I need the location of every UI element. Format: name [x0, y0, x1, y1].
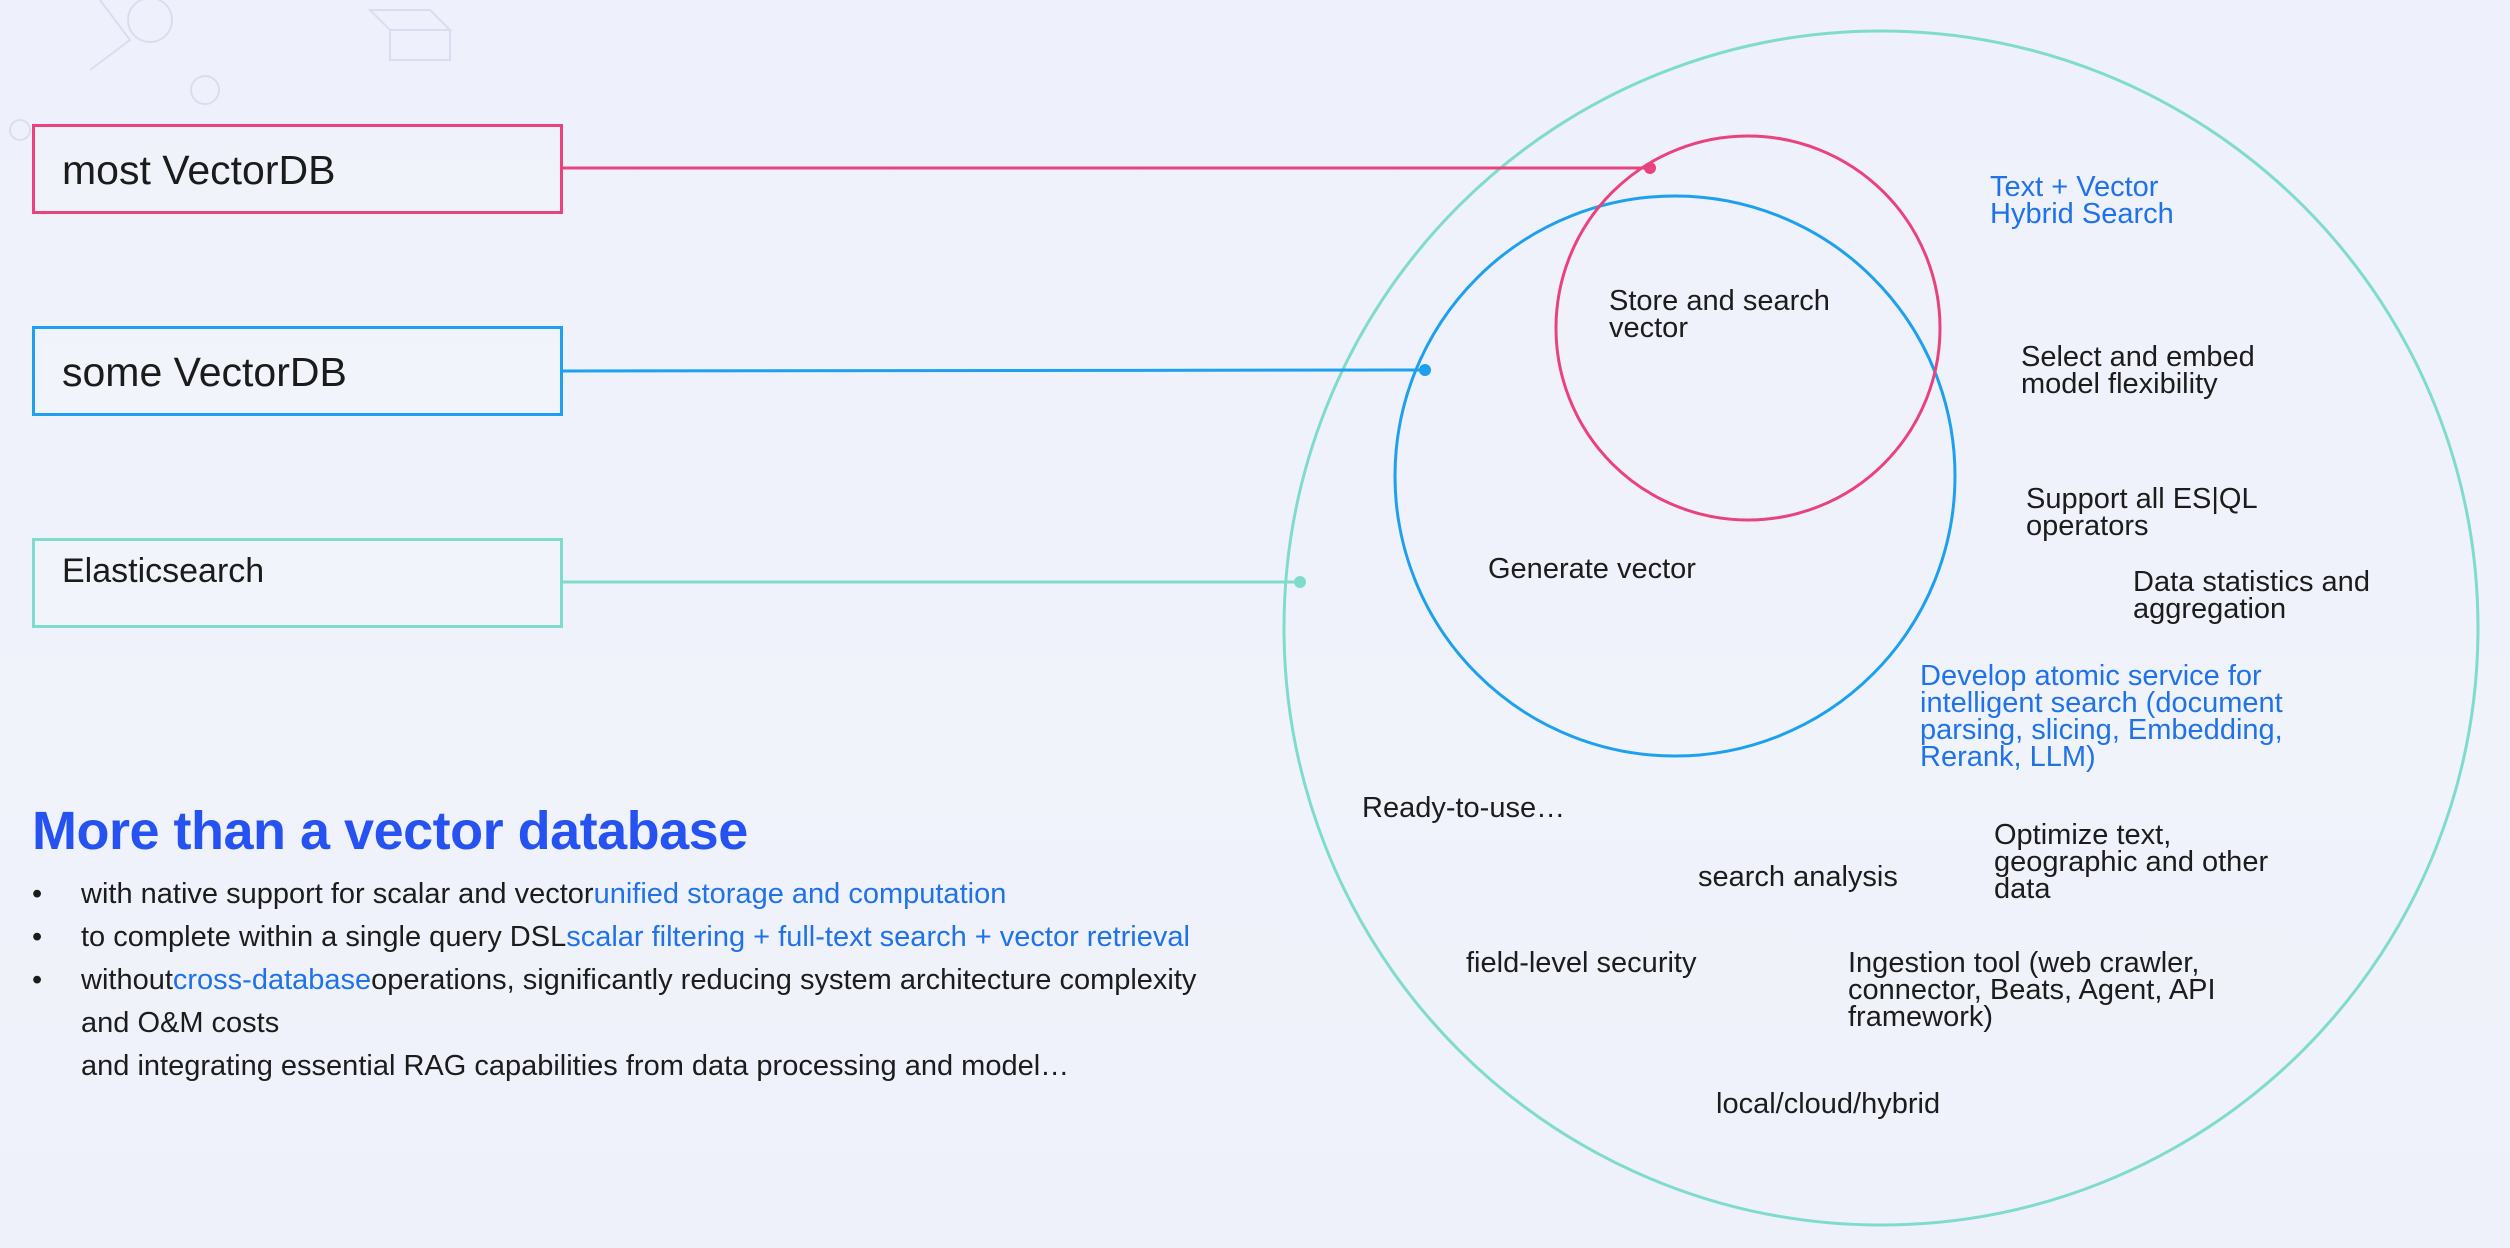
- generate-vector-label: Generate vector: [1488, 553, 1696, 585]
- bullet-text: without: [81, 964, 173, 996]
- elasticsearch-box: Elasticsearch: [32, 538, 563, 628]
- bullet-highlight: unified storage and computation: [593, 878, 1007, 910]
- feature-bullet-4: and integrating essential RAG capabiliti…: [32, 1045, 1212, 1088]
- most-vectordb-circle: [1554, 134, 1942, 522]
- esql-operators-label: Support all ES|QL operators: [2026, 483, 2258, 542]
- most-vectordb-connector-dot: [1644, 162, 1656, 174]
- atomic-service-label: Develop atomic service for intelligent s…: [1920, 660, 2283, 773]
- bullet-text: with native support for scalar and vecto…: [81, 878, 594, 910]
- search-analysis-label: search analysis: [1698, 861, 1898, 893]
- feature-bullet-1: • with native support for scalar and vec…: [32, 873, 1212, 916]
- background-decoration: [9, 0, 453, 141]
- most-vectordb-box: most VectorDB: [32, 124, 563, 214]
- feature-bullet-3: • withoutcross-databaseoperations, signi…: [32, 959, 1212, 1045]
- some-vectordb-box: some VectorDB: [32, 326, 563, 416]
- optimize-data-label: Optimize text, geographic and other data: [1994, 819, 2269, 905]
- most-vectordb-label: most VectorDB: [62, 147, 336, 193]
- hybrid-search-label: Text + Vector Hybrid Search: [1990, 171, 2174, 230]
- bullet-highlight: scalar filtering + full-text search + ve…: [566, 921, 1190, 953]
- field-security-label: field-level security: [1466, 947, 1697, 979]
- ready-to-use-label: Ready-to-use…: [1362, 792, 1566, 824]
- ingestion-tool-label: Ingestion tool (web crawler, connector, …: [1848, 947, 2216, 1033]
- bullet-text: and integrating essential RAG capabiliti…: [81, 1050, 1070, 1082]
- some-vectordb-connector-dot: [1419, 364, 1431, 376]
- deployment-label: local/cloud/hybrid: [1716, 1088, 1941, 1120]
- bullet-text-after: operations, significantly reducing syste…: [81, 964, 1197, 1039]
- data-statistics-label: Data statistics and aggregation: [2133, 566, 2370, 625]
- bullet-dot: •: [32, 878, 43, 910]
- some-vectordb-label: some VectorDB: [62, 349, 347, 395]
- bullet-dot: •: [32, 964, 43, 996]
- elasticsearch-label: Elasticsearch: [62, 552, 265, 590]
- bullet-dot: •: [32, 921, 43, 953]
- feature-bullet-2: • to complete within a single query DSLs…: [32, 916, 1212, 959]
- bullet-text: to complete within a single query DSL: [81, 921, 567, 953]
- store-search-vector-label: Store and search vector: [1609, 285, 1830, 344]
- page-title: More than a vector database: [32, 801, 748, 861]
- some-vectordb-connector: [562, 368, 1426, 373]
- elasticsearch-connector-dot: [1294, 576, 1306, 588]
- embed-model-label: Select and embed model flexibility: [2021, 341, 2255, 400]
- some-vectordb-circle: [1393, 194, 1957, 758]
- feature-list: • with native support for scalar and vec…: [32, 873, 1212, 1088]
- bullet-highlight: cross-database: [172, 964, 372, 996]
- elasticsearch-circle: [1282, 29, 2480, 1227]
